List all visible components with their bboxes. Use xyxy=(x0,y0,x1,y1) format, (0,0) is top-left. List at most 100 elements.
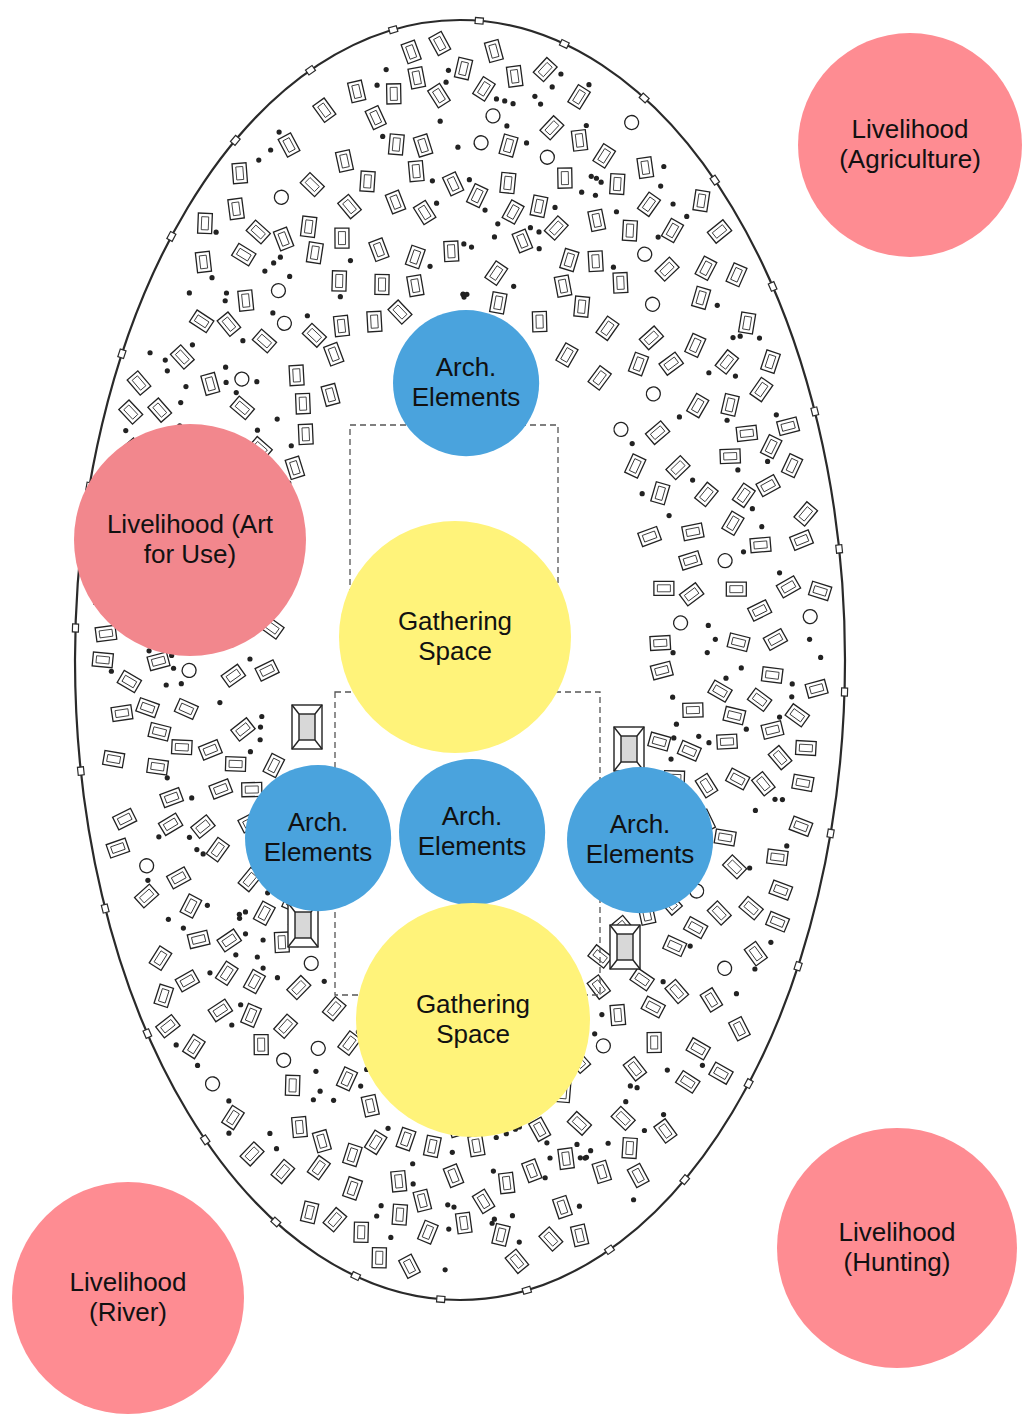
tree-dot xyxy=(715,303,720,308)
tree-dot xyxy=(338,294,343,299)
house-symbol xyxy=(468,1135,485,1157)
tree-dot xyxy=(550,84,555,89)
gate-notch xyxy=(559,40,569,49)
house-symbol xyxy=(364,1130,386,1154)
house-symbol xyxy=(95,625,117,641)
house-symbol xyxy=(769,880,793,900)
tree-dot xyxy=(592,1031,597,1036)
tree-dot xyxy=(209,275,214,280)
tree-dot xyxy=(765,459,770,464)
house-symbol xyxy=(203,1074,222,1093)
house-symbol xyxy=(540,150,554,164)
house-symbol xyxy=(574,296,590,317)
tree-dot xyxy=(747,865,752,870)
tree-dot xyxy=(670,201,675,206)
house-symbol xyxy=(160,788,184,808)
house-symbol xyxy=(106,838,129,858)
house-symbol xyxy=(444,241,459,262)
tree-dot xyxy=(666,513,671,518)
tree-dot xyxy=(584,123,589,128)
tree-dot xyxy=(772,797,777,802)
house-symbol xyxy=(292,1116,308,1137)
tree-dot xyxy=(777,570,782,575)
tree-dot xyxy=(443,1267,448,1272)
house-symbol xyxy=(622,1138,637,1159)
tree-dot xyxy=(723,676,728,681)
house-symbol xyxy=(183,1034,206,1058)
platform-symbol xyxy=(610,925,640,969)
house-symbol xyxy=(533,57,557,81)
house-symbol xyxy=(729,1017,751,1041)
tree-dot xyxy=(724,418,729,423)
gate-notch xyxy=(836,545,843,554)
house-symbol xyxy=(322,997,346,1021)
tree-dot xyxy=(750,506,755,511)
tree-dot xyxy=(630,441,635,446)
tree-dot xyxy=(668,756,673,761)
tree-dot xyxy=(450,1150,455,1155)
tree-dot xyxy=(267,1131,272,1136)
house-symbol xyxy=(302,323,326,347)
tree-dot xyxy=(274,1146,279,1151)
house-symbol xyxy=(302,954,321,973)
tree-dot xyxy=(166,917,171,922)
tree-dot xyxy=(183,384,188,389)
tree-dot xyxy=(223,298,228,303)
house-symbol xyxy=(723,706,746,724)
tree-dot xyxy=(461,241,466,246)
tree-dot xyxy=(147,350,152,355)
tree-dot xyxy=(287,274,292,279)
text-group: Livelihood (Art for Use) xyxy=(100,510,281,570)
house-symbol xyxy=(336,1067,357,1091)
tree-dot xyxy=(451,1204,456,1209)
tree-dot xyxy=(464,292,469,297)
gate-notch xyxy=(841,688,847,696)
tree-dot xyxy=(552,205,557,210)
tree-dot xyxy=(243,909,248,914)
gate-notch xyxy=(306,65,316,75)
arch-elements-circle: Arch. Elements xyxy=(245,765,391,911)
house-symbol xyxy=(148,723,171,741)
tree-dot xyxy=(445,1202,450,1207)
house-symbol xyxy=(744,941,767,965)
tree-dot xyxy=(165,368,170,373)
house-symbol xyxy=(285,1075,300,1095)
tree-dot xyxy=(768,940,773,945)
circle-shape xyxy=(74,424,306,656)
gate-notch xyxy=(437,1296,445,1303)
house-symbol xyxy=(147,758,169,775)
house-symbol xyxy=(225,757,245,772)
tree-dot xyxy=(623,1099,628,1104)
tree-dot xyxy=(547,1155,552,1160)
house-symbol xyxy=(637,192,660,216)
house-symbol xyxy=(170,345,194,369)
tree-dot xyxy=(700,1063,705,1068)
house-symbol xyxy=(571,1224,589,1247)
house-symbol xyxy=(587,975,610,999)
tree-dot xyxy=(594,176,599,181)
tree-dot xyxy=(207,970,212,975)
tree-dot xyxy=(706,623,711,628)
gate-notch xyxy=(522,1286,531,1294)
tree-dot xyxy=(123,428,128,433)
tree-dot xyxy=(614,209,619,214)
house-symbol xyxy=(215,961,238,985)
house-symbol xyxy=(685,333,706,357)
tree-dot xyxy=(187,290,192,295)
tree-dot xyxy=(739,665,744,670)
tree-dot xyxy=(706,740,711,745)
tree-dot xyxy=(517,1239,522,1244)
house-symbol xyxy=(309,1040,326,1057)
house-symbol xyxy=(596,316,619,340)
house-symbol xyxy=(677,740,701,761)
house-symbol xyxy=(443,1164,463,1188)
house-symbol xyxy=(558,168,572,188)
house-symbol xyxy=(654,1119,677,1143)
livelihood-circle: Livelihood (River) xyxy=(12,1182,244,1414)
tree-dot xyxy=(374,83,379,88)
tree-dot xyxy=(757,335,762,340)
house-symbol xyxy=(588,209,606,231)
house-symbol xyxy=(175,970,199,992)
tree-dot xyxy=(410,1161,415,1166)
house-symbol xyxy=(708,680,732,702)
